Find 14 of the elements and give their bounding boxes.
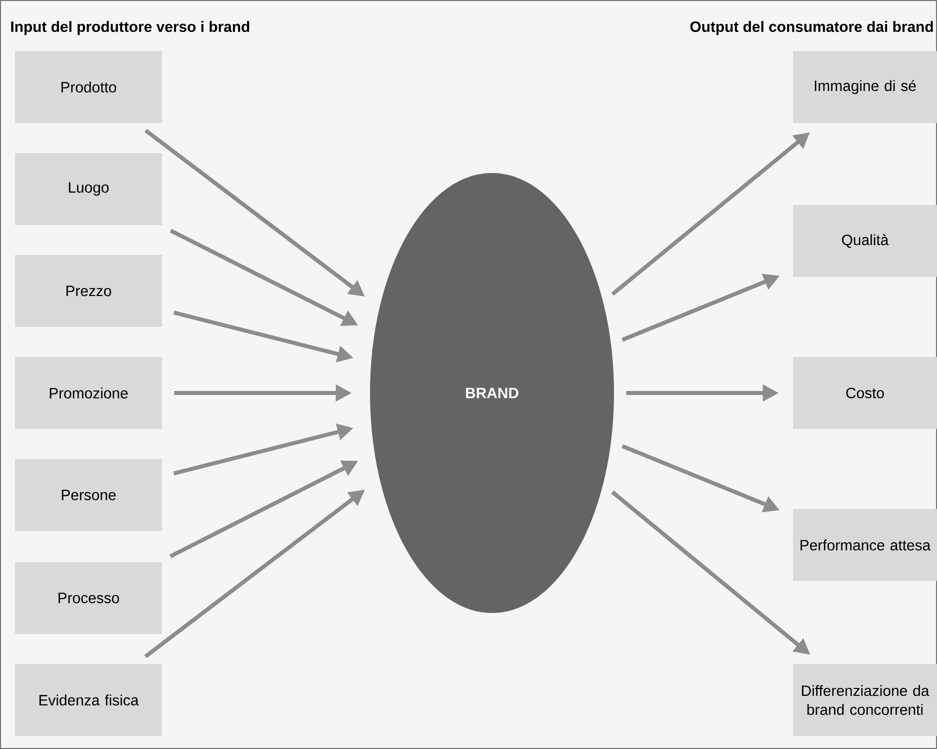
label-box: Evidenza fisica <box>15 664 162 736</box>
label-box: Prezzo <box>15 255 162 327</box>
label-box: Costo <box>793 357 937 429</box>
label-box: Differenziazione da brand concorrenti <box>793 664 937 736</box>
label-box: Processo <box>15 562 162 634</box>
label-box: Prodotto <box>15 51 162 123</box>
label-box: Immagine di sé <box>793 51 937 123</box>
label-box: Persone <box>15 459 162 531</box>
heading: Output del consumatore dai brand <box>690 21 933 35</box>
label-box: Performance attesa <box>793 509 937 581</box>
label-box: Promozione <box>15 357 162 429</box>
label-box: Luogo <box>15 153 162 225</box>
heading: Input del produttore verso i brand <box>11 21 250 35</box>
label-box: Qualità <box>793 205 937 277</box>
